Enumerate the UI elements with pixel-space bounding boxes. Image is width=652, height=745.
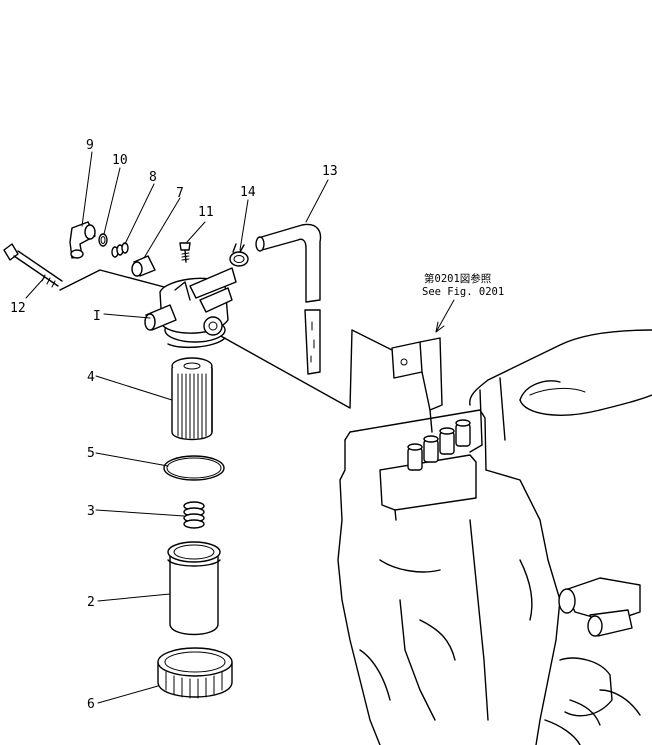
label-part-5: 5 (87, 446, 95, 461)
label-part-13: 13 (322, 164, 338, 179)
label-part-6: 6 (87, 697, 95, 712)
mounting-bracket (391, 337, 443, 433)
label-part-2: 2 (87, 595, 95, 610)
reference-note-english: See Fig. 0201 (422, 286, 504, 298)
label-part-9: 9 (86, 138, 94, 153)
fuel-pipe (59, 269, 393, 409)
leader-lines (25, 151, 455, 704)
part-2-bowl (167, 541, 221, 636)
callout-labels: 9 10 8 7 11 14 13 12 I 4 5 3 2 6 (10, 138, 338, 712)
label-part-7: 7 (176, 186, 184, 201)
reference-note: 第0201図参照 See Fig. 0201 (422, 272, 504, 298)
reference-note-japanese: 第0201図参照 (424, 272, 492, 285)
label-part-1: I (93, 309, 101, 324)
part-3-spring (183, 501, 205, 529)
label-part-8: 8 (149, 170, 157, 185)
label-part-4: 4 (87, 370, 95, 385)
label-part-14: 14 (240, 185, 256, 200)
pump-shafts (544, 577, 641, 745)
label-part-12: 12 (10, 301, 26, 316)
part-5-o-ring (163, 455, 225, 481)
engine-block (337, 329, 652, 745)
label-part-11: 11 (198, 205, 214, 220)
part-12-bolt (3, 243, 63, 288)
label-part-3: 3 (87, 504, 95, 519)
part-7-sleeve (131, 255, 156, 277)
part-9-elbow (69, 221, 96, 259)
filter-head (144, 267, 237, 349)
part-8-spring (111, 242, 129, 258)
part-10-o-ring (98, 233, 108, 247)
part-6-ring-nut (157, 647, 233, 699)
part-11-bolt (179, 242, 191, 263)
part-14-clamp (229, 243, 249, 267)
label-part-10: 10 (112, 153, 128, 168)
part-4-filter-element (171, 357, 213, 441)
part-13-hose (255, 223, 322, 375)
delivery-valves (407, 419, 471, 471)
